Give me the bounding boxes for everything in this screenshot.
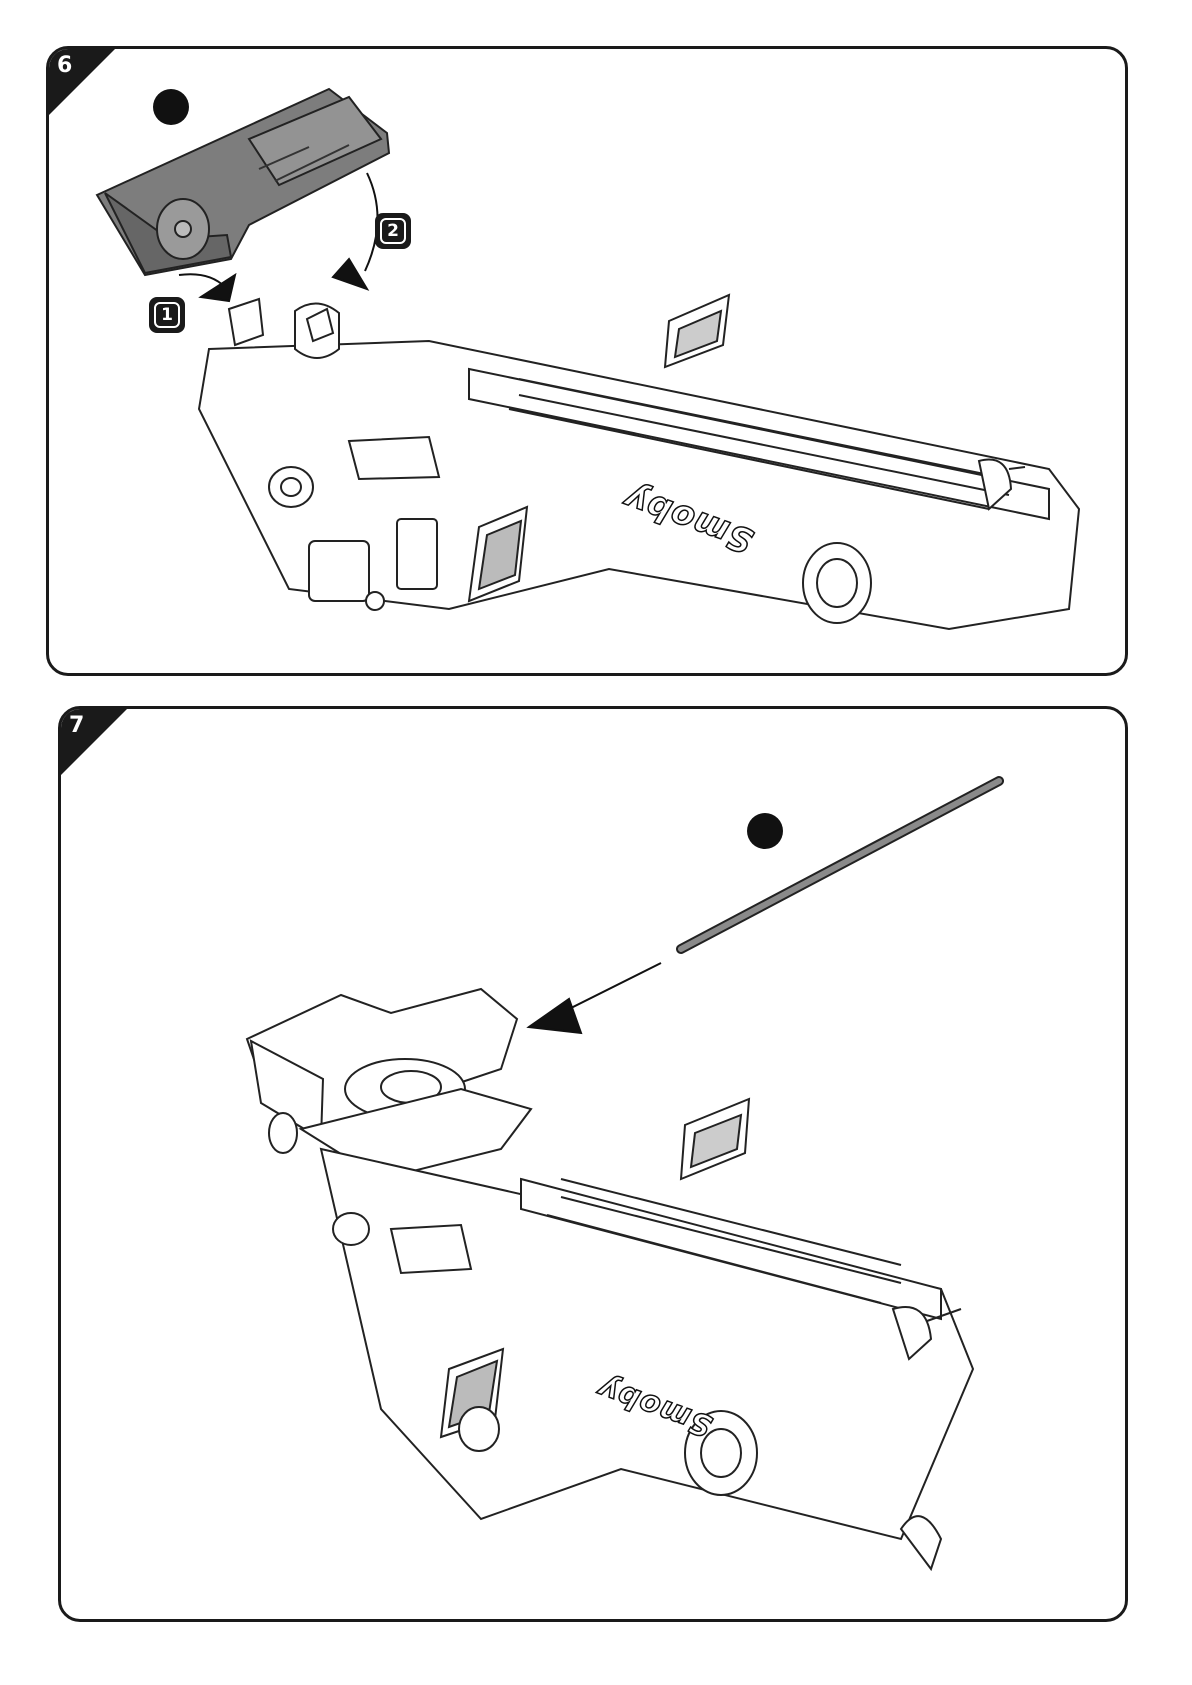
- step-7-illustration: [61, 709, 1125, 1619]
- vehicle-chassis: [199, 295, 1079, 629]
- vehicle-chassis: [247, 989, 973, 1569]
- dashboard-part: [97, 89, 389, 275]
- part-marker-dot: [153, 89, 189, 125]
- callout-step-1: 1: [149, 297, 185, 333]
- step-6-illustration: [49, 49, 1125, 673]
- part-marker-dot: [747, 813, 783, 849]
- step-6-panel: 6: [46, 46, 1128, 676]
- callout-step-2: 2: [375, 213, 411, 249]
- axle-rod: [681, 781, 999, 949]
- insertion-arrow: [529, 963, 661, 1033]
- step-7-panel: 7: [58, 706, 1128, 1622]
